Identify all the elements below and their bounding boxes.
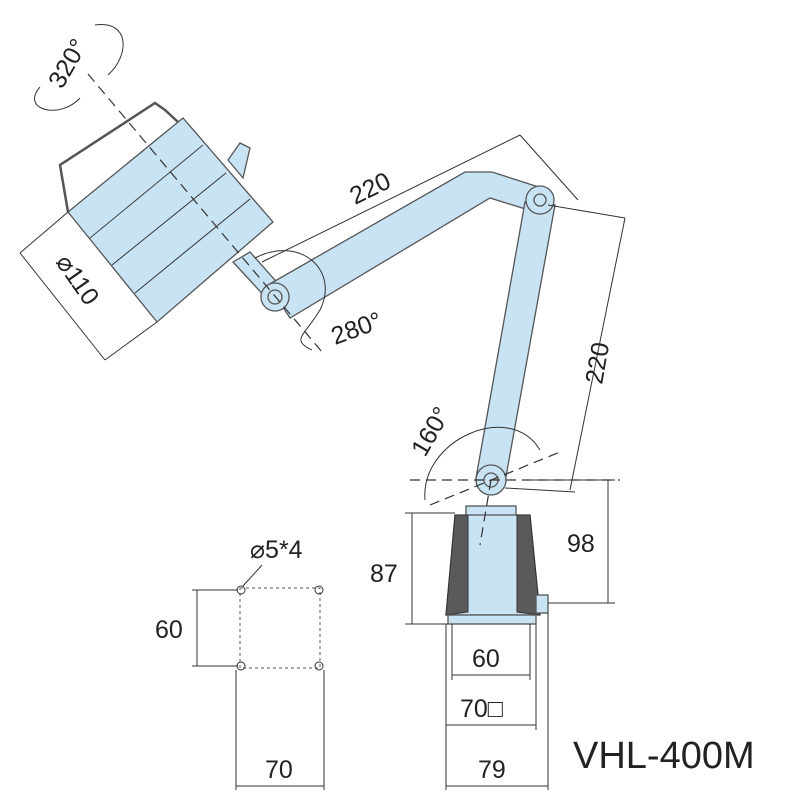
joint-height-label: 98 <box>567 530 595 558</box>
base-top-width-label: 60 <box>472 645 500 673</box>
lamp-head <box>58 101 274 323</box>
model-name: VHL-400M <box>573 735 755 777</box>
lamp-arm <box>231 171 556 496</box>
head-joint-angle-label: 280° <box>327 307 385 351</box>
mounting-holes-label: ⌀5*4 <box>250 536 303 564</box>
head-rotation-label: 320° <box>43 34 93 93</box>
centerlines <box>87 73 620 546</box>
lamp-handle <box>58 101 179 213</box>
lamp-base <box>445 505 549 625</box>
base-total-width-label: 79 <box>478 756 506 784</box>
hole-spacing-horizontal-label: 70 <box>265 756 293 784</box>
base-height-label: 87 <box>370 560 398 588</box>
lower-arm-length-label: 220 <box>580 340 615 386</box>
hole-spacing-vertical-label: 60 <box>155 616 183 644</box>
base-joint-angle-label: 160° <box>406 402 456 461</box>
upper-arm-length-label: 220 <box>345 167 395 210</box>
base-square-label: 70□ <box>460 695 504 723</box>
mounting-hole-pattern <box>192 564 325 790</box>
dimension-lines <box>19 24 626 790</box>
